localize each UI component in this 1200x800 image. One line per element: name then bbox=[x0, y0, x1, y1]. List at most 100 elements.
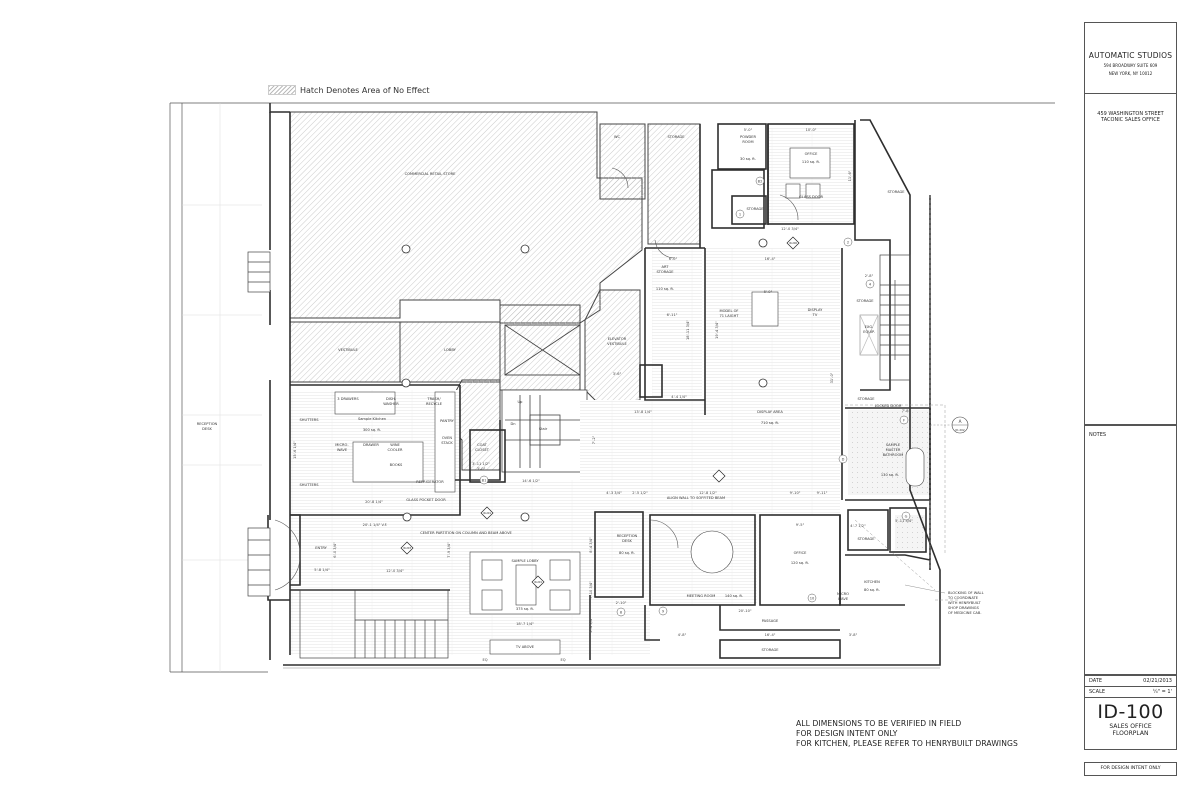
blocking-note: BLOCKING OF WALL TO COORDINATE WITH HENR… bbox=[904, 584, 984, 615]
hatch-swatch-icon bbox=[268, 85, 296, 95]
svg-text:13'-8 1/4": 13'-8 1/4" bbox=[634, 410, 652, 414]
svg-text:VESTIBULE: VESTIBULE bbox=[338, 348, 358, 352]
svg-text:Stair: Stair bbox=[539, 427, 548, 431]
svg-text:7'-9 3/4": 7'-9 3/4" bbox=[447, 542, 451, 558]
svg-text:OF MEDICINE CAB.: OF MEDICINE CAB. bbox=[948, 611, 981, 615]
svg-text:3'-8": 3'-8" bbox=[849, 633, 858, 637]
svg-text:15'-6 1/4": 15'-6 1/4" bbox=[293, 441, 297, 459]
svg-text:BLOCKING OF WALL: BLOCKING OF WALL bbox=[948, 591, 984, 595]
svg-text:710 sq. ft.: 710 sq. ft. bbox=[761, 421, 779, 425]
room-labels: COMMERCIAL RETAIL STORE WC STORAGE POWDE… bbox=[197, 135, 906, 652]
svg-text:11'-6": 11'-6" bbox=[848, 170, 852, 181]
svg-text:5'-4 3/4": 5'-4 3/4" bbox=[589, 617, 593, 633]
hatch-legend: Hatch Denotes Area of No Effect bbox=[268, 85, 430, 95]
svg-text:Dn: Dn bbox=[510, 422, 515, 426]
svg-text:3'-11 1/2": 3'-11 1/2" bbox=[472, 462, 490, 466]
svg-text:130 sq. ft.: 130 sq. ft. bbox=[881, 473, 899, 477]
svg-text:110 sq. ft.: 110 sq. ft. bbox=[802, 160, 820, 164]
svg-text:A: A bbox=[959, 419, 962, 424]
svg-text:9: 9 bbox=[662, 610, 665, 614]
stair bbox=[501, 389, 588, 473]
svg-text:1: 1 bbox=[739, 213, 741, 217]
hatched-areas bbox=[289, 111, 701, 471]
svg-text:STORAGE: STORAGE bbox=[667, 135, 685, 139]
svg-text:3'-0": 3'-0" bbox=[477, 467, 486, 471]
svg-text:12'-8 1/2": 12'-8 1/2" bbox=[699, 491, 717, 495]
svg-text:STORAGE: STORAGE bbox=[746, 207, 764, 211]
firm-address-1: 594 BROADWAY SUITE 609 bbox=[1103, 63, 1158, 68]
svg-text:18'-11 3/4": 18'-11 3/4" bbox=[686, 320, 690, 340]
svg-text:OVEN: OVEN bbox=[442, 436, 452, 440]
door-tags bbox=[479, 176, 911, 617]
svg-text:TV: TV bbox=[812, 313, 818, 317]
svg-text:20'-10": 20'-10" bbox=[738, 609, 751, 613]
svg-text:STORAGE: STORAGE bbox=[857, 537, 875, 541]
svg-text:9'-10": 9'-10" bbox=[790, 491, 801, 495]
svg-text:LOCKED DOOR: LOCKED DOOR bbox=[875, 404, 902, 408]
svg-text:Up: Up bbox=[518, 400, 524, 404]
sheet-number: ID-100 bbox=[1097, 701, 1164, 723]
svg-text:9'-11": 9'-11" bbox=[817, 491, 828, 495]
date-value: 02/21/2013 bbox=[1143, 678, 1172, 684]
svg-text:LOBBY: LOBBY bbox=[444, 348, 456, 352]
svg-text:12'-0 3/4": 12'-0 3/4" bbox=[781, 227, 799, 231]
sidewalk-grid bbox=[182, 103, 262, 672]
svg-text:SHUTTERS: SHUTTERS bbox=[300, 418, 320, 422]
dashed-lines bbox=[845, 195, 960, 601]
svg-text:4'-8": 4'-8" bbox=[678, 633, 687, 637]
svg-text:80 sq. ft.: 80 sq. ft. bbox=[619, 551, 635, 555]
firm-name: AUTOMATIC STUDIOS bbox=[1088, 51, 1173, 60]
site-boundary bbox=[169, 102, 1055, 673]
svg-text:SHOP DRAWINGS: SHOP DRAWINGS bbox=[948, 606, 980, 610]
svg-text:G: G bbox=[905, 515, 908, 519]
svg-text:4'-3 3/4": 4'-3 3/4" bbox=[606, 491, 622, 495]
svg-text:DESK: DESK bbox=[202, 427, 212, 431]
svg-text:MICRO: MICRO bbox=[837, 592, 849, 596]
note-line: ALL DIMENSIONS TO BE VERIFIED IN FIELD bbox=[796, 719, 962, 728]
svg-text:31'-0": 31'-0" bbox=[830, 372, 834, 383]
svg-text:SAMPLE LOBBY: SAMPLE LOBBY bbox=[511, 559, 539, 563]
svg-text:5'-8 1/4": 5'-8 1/4" bbox=[314, 568, 330, 572]
svg-text:TV ABOVE: TV ABOVE bbox=[515, 645, 535, 649]
svg-text:WAVE: WAVE bbox=[838, 597, 849, 601]
svg-text:20'-8 1/4": 20'-8 1/4" bbox=[365, 500, 383, 504]
svg-text:GLASS POCKET DOOR: GLASS POCKET DOOR bbox=[406, 498, 446, 502]
title-block-firm: AUTOMATIC STUDIOS 594 BROADWAY SUITE 609… bbox=[1084, 22, 1177, 94]
svg-text:7'-2": 7'-2" bbox=[592, 435, 596, 444]
svg-text:BATHROOM: BATHROOM bbox=[883, 453, 904, 457]
exit-stair bbox=[859, 254, 911, 381]
svg-text:DISH-: DISH- bbox=[386, 397, 397, 401]
svg-text:2'-5 1/2": 2'-5 1/2" bbox=[632, 491, 648, 495]
svg-text:19'-4 3/4": 19'-4 3/4" bbox=[715, 321, 719, 339]
svg-text:RECEPTION: RECEPTION bbox=[197, 422, 218, 426]
svg-text:80 sq. ft.: 80 sq. ft. bbox=[864, 588, 880, 592]
svg-text:STORAGE: STORAGE bbox=[856, 299, 874, 303]
project-name: TACONIC SALES OFFICE bbox=[1101, 117, 1160, 123]
title-block-notes: NOTES bbox=[1084, 425, 1177, 675]
svg-text:SAMPLE: SAMPLE bbox=[886, 443, 901, 447]
columns bbox=[401, 238, 768, 522]
svg-text:COAT: COAT bbox=[477, 443, 487, 447]
svg-text:5'-0": 5'-0" bbox=[764, 290, 773, 294]
svg-text:10'-0": 10'-0" bbox=[806, 128, 817, 132]
svg-text:GLASS DOOR: GLASS DOOR bbox=[799, 195, 823, 199]
scale-value: ¼" = 1' bbox=[1152, 689, 1172, 695]
svg-text:Sample Kitchen: Sample Kitchen bbox=[358, 417, 386, 421]
dimension-labels-vertical: 11'-6" 31'-0" 19'-4 3/4" 18'-11 3/4" 7'-… bbox=[293, 170, 852, 632]
entry-stair bbox=[299, 589, 449, 659]
svg-text:ID-200: ID-200 bbox=[789, 242, 797, 245]
svg-text:2'-8": 2'-8" bbox=[865, 274, 874, 278]
svg-text:8'-4 3/4": 8'-4 3/4" bbox=[589, 537, 593, 553]
svg-text:2: 2 bbox=[847, 241, 849, 245]
door-tag-labels: 1 B2 2 4 F D G B1 8 9 10 bbox=[482, 180, 908, 615]
svg-text:STORAGE: STORAGE bbox=[656, 270, 674, 274]
svg-text:STORAGE: STORAGE bbox=[887, 190, 905, 194]
svg-text:EQUIP.: EQUIP. bbox=[863, 330, 875, 334]
svg-text:TRASH/: TRASH/ bbox=[426, 397, 441, 401]
svg-text:6'-0": 6'-0" bbox=[669, 257, 678, 261]
svg-text:RECYCLE: RECYCLE bbox=[426, 402, 443, 406]
svg-text:ALIGN WALL TO SOFFITED BEAM: ALIGN WALL TO SOFFITED BEAM bbox=[667, 496, 725, 500]
svg-text:3'-6": 3'-6" bbox=[613, 372, 622, 376]
note-line: FOR KITCHEN, PLEASE REFER TO HENRYBUILT … bbox=[796, 739, 1018, 748]
svg-text:D: D bbox=[842, 458, 845, 462]
